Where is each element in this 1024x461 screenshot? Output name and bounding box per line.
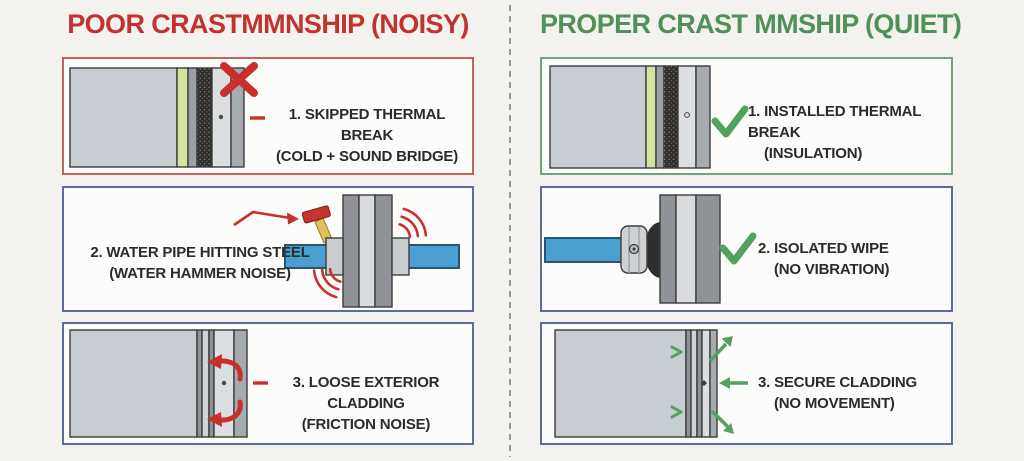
label-line1: 1. INSTALLED THERMAL BREAK	[748, 103, 921, 141]
red-x-icon	[220, 62, 258, 97]
label-line1: 2. ISOLATED WIPE	[758, 240, 889, 257]
center-divider	[509, 5, 511, 457]
callout-arrow	[233, 210, 291, 227]
label-line2: (COLD + SOUND BRIDGE)	[275, 148, 459, 165]
steel-wall	[342, 194, 393, 308]
right-panel-2: 2. ISOLATED WIPE (NO VIBRATION)	[540, 186, 953, 312]
right-panel-3: 3. SECURE CLADDING (NO MOVEMENT)	[540, 322, 953, 445]
label-line2: (INSULATION)	[764, 145, 863, 162]
label-line2: (NO VIBRATION)	[774, 261, 890, 278]
panel-label: 1. INSTALLED THERMAL BREAK (INSULATION)	[748, 101, 949, 164]
label-line2: (FRICTION NOISE)	[301, 416, 431, 433]
label-line2: (NO MOVEMENT)	[774, 395, 895, 412]
panel-label: 3. LOOSE EXTERIOR CLADDING (FRICTION NOI…	[262, 372, 470, 435]
check-icon	[719, 232, 757, 265]
wall-cross-section	[69, 329, 248, 438]
pipe-collar-left	[325, 237, 344, 276]
right-column-title: PROPER CRAST MMSHIP (QUIET)	[540, 9, 962, 39]
label-line1: 3. SECURE CLADDING	[758, 374, 917, 391]
label-line1: 2. WATER PIPE HITTING STEEL	[90, 244, 310, 261]
pipe-illustration	[544, 194, 757, 304]
panel-label: 2. WATER PIPE HITTING STEEL (WATER HAMME…	[72, 242, 328, 284]
panel-label: 3. SECURE CLADDING (NO MOVEMENT)	[758, 372, 949, 414]
wall-cross-section	[549, 65, 711, 169]
secure-arrows-icon	[670, 336, 748, 434]
wall-illustration	[554, 329, 748, 438]
pipe-collar-right	[391, 237, 410, 276]
left-panel-1: 1. SKIPPED THERMAL BREAK (COLD + SOUND B…	[62, 57, 474, 175]
panel-label: 2. ISOLATED WIPE (NO VIBRATION)	[758, 238, 949, 280]
wall-cross-section	[69, 67, 245, 168]
left-column-title: POOR CRASTMMNSHIP (NOISY)	[67, 9, 469, 39]
callout-arrowhead	[287, 212, 299, 225]
sound-waves-icon	[312, 207, 428, 299]
label-line2: (WATER HAMMER NOISE)	[109, 265, 291, 282]
right-panel-1: 1. INSTALLED THERMAL BREAK (INSULATION)	[540, 57, 953, 175]
friction-arrows-icon	[207, 354, 243, 427]
wall-illustration	[549, 65, 749, 169]
wall-cross-section	[554, 329, 718, 438]
left-panel-2: 2. WATER PIPE HITTING STEEL (WATER HAMME…	[62, 186, 474, 312]
check-icon	[711, 105, 749, 138]
label-line1: 1. SKIPPED THERMAL BREAK	[288, 106, 446, 144]
label-line1: 3. LOOSE EXTERIOR CLADDING	[292, 374, 440, 412]
wall-illustration	[69, 62, 265, 168]
left-panel-3: 3. LOOSE EXTERIOR CLADDING (FRICTION NOI…	[62, 322, 474, 445]
pipe-clamp	[620, 225, 648, 274]
wall	[659, 194, 721, 304]
wall-illustration	[69, 329, 268, 438]
pipe-illustration	[233, 194, 460, 308]
panel-label: 1. SKIPPED THERMAL BREAK (COLD + SOUND B…	[266, 104, 468, 167]
